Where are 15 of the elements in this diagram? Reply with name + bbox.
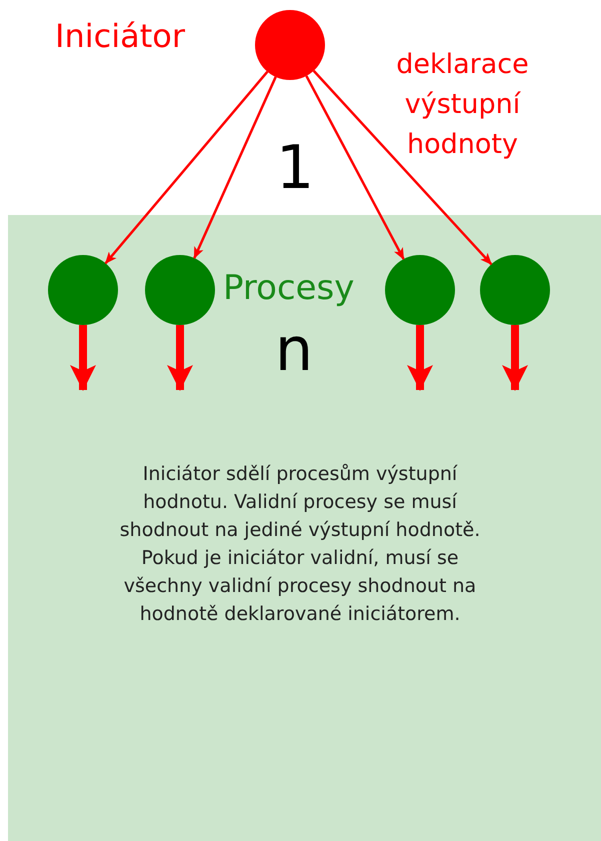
arrow bbox=[104, 70, 268, 264]
arrow bbox=[70, 325, 96, 391]
arrow bbox=[312, 70, 492, 266]
group-heading: Procesy bbox=[223, 271, 354, 305]
multiplicity-label: 1 bbox=[276, 138, 314, 198]
annotation-text: deklarace výstupní hodnoty bbox=[395, 48, 530, 162]
multiplicity-label: n bbox=[275, 320, 314, 380]
arrow bbox=[502, 325, 528, 391]
arrow bbox=[193, 76, 277, 259]
arrow bbox=[305, 75, 405, 260]
node-caption: Iniciátor bbox=[55, 20, 185, 52]
panel bbox=[8, 215, 601, 841]
arrow bbox=[167, 325, 193, 391]
description-text: Iniciátor sdělí procesům výstupní hodnotu. Validní procesy se musí shodnout na jediné výstupní hodnotě. Pokud je iniciátor validní, musí se všechny validní procesy shodnout na hodnotě deklarované iniciátorem. bbox=[118, 462, 482, 627]
arrow bbox=[407, 325, 433, 391]
